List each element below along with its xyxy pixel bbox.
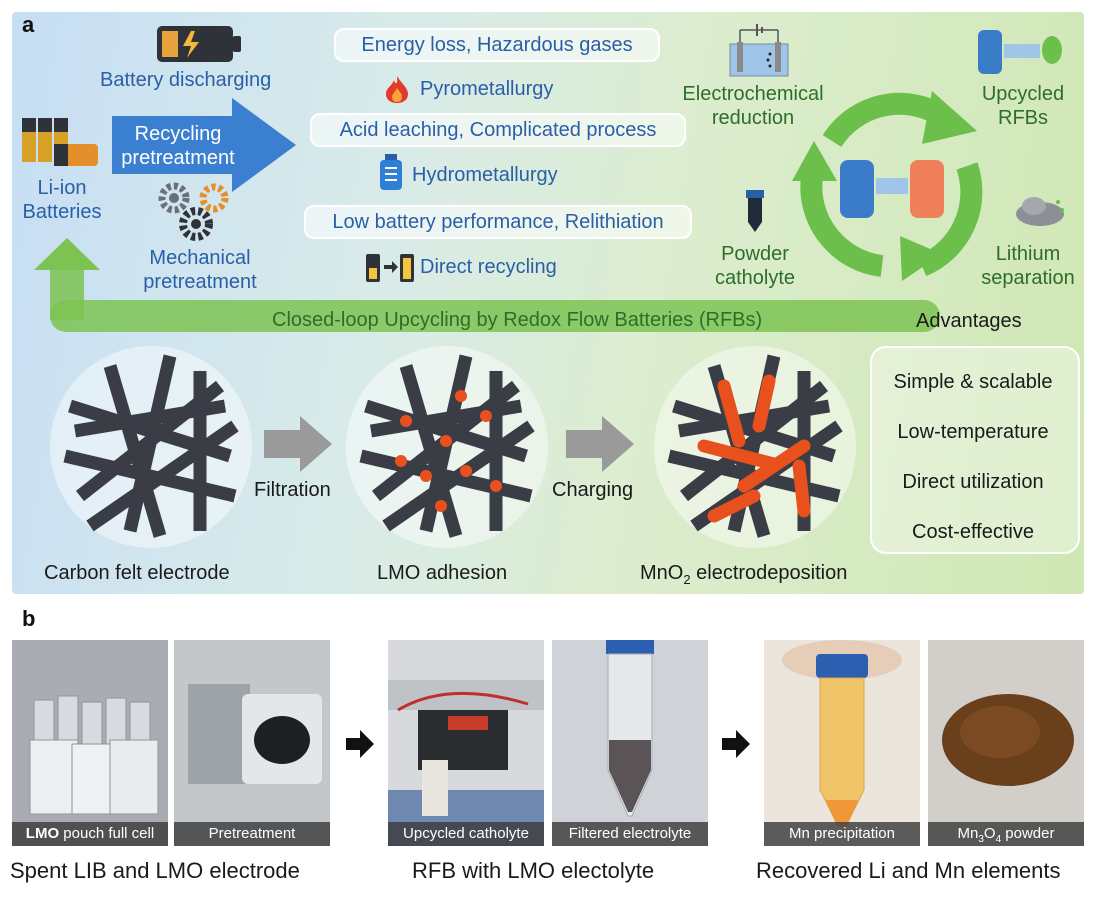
advantage-4: Cost-effective: [912, 521, 1034, 543]
powder-line1: Powder: [721, 243, 789, 265]
recycling-pretreatment-label: Recycling pretreatment: [116, 122, 240, 170]
electrochemical-line1: Electrochemical: [682, 83, 824, 105]
group-caption-3: Recovered Li and Mn elements: [756, 858, 1061, 883]
carbon-felt-label: Carbon felt electrode: [44, 562, 230, 584]
mechanical-pretreatment-label: Mechanical pretreatment: [118, 246, 282, 294]
caption-pretreatment: Pretreatment: [174, 822, 330, 846]
mno2-pre: MnO: [640, 562, 684, 584]
photo-mn3o4-powder: Mn3O4 powder: [928, 640, 1084, 846]
photo-pretreatment: Pretreatment: [174, 640, 330, 846]
powder-catholyte-icon: [746, 190, 764, 232]
electrochemical-line2: reduction: [711, 107, 795, 129]
advantages-box: [870, 346, 1080, 554]
advantage-3: Direct utilization: [902, 471, 1044, 493]
mno2-sub: 2: [683, 572, 691, 587]
caption-filtered-electrolyte: Filtered electrolyte: [552, 822, 708, 846]
group-caption-2: RFB with LMO electolyte: [412, 858, 655, 883]
carbon-felt-icon: [63, 354, 239, 538]
direct-recycling-icon: [366, 254, 414, 282]
upcycled-rfbs-label: Upcycled RFBs: [968, 82, 1078, 130]
advantages-title: Advantages: [916, 310, 1022, 332]
caption-lmo-bold: LMO: [25, 825, 60, 842]
charging-label: Charging: [552, 479, 634, 501]
lithium-separation-label: Lithium separation: [970, 242, 1086, 290]
caption-o: O: [983, 825, 996, 842]
lmo-adhesion-label: LMO adhesion: [377, 562, 508, 584]
pyrometallurgy-label: Pyrometallurgy: [420, 78, 554, 100]
panel-b-label: b: [22, 606, 36, 631]
gears-icon: [158, 182, 229, 241]
photo-upcycled-catholyte: Upcycled catholyte: [388, 640, 544, 846]
lithium-line1: Lithium: [995, 243, 1061, 265]
fire-icon: [386, 76, 408, 103]
advantage-2: Low-temperature: [897, 421, 1049, 443]
caption-mn: Mn: [957, 825, 979, 842]
battery-icon: [157, 26, 241, 62]
direct-recycling-label: Direct recycling: [420, 256, 557, 278]
battery-discharging-label: Battery discharging: [100, 69, 272, 91]
mno2-deposition-icon: [667, 354, 843, 538]
lithium-separation-icon: [1016, 197, 1064, 226]
li-ion-line2: Batteries: [22, 201, 102, 223]
electrochemical-cell-icon: [729, 24, 789, 77]
arrow-b1: [346, 730, 374, 758]
caption-lmo-rest: pouch full cell: [59, 825, 155, 842]
advantage-1: Simple & scalable: [893, 371, 1053, 393]
caption-mn-precipitation: Mn precipitation: [764, 822, 920, 846]
photo-filtered-electrolyte: Filtered electrolyte: [552, 640, 708, 846]
upcycled-rfb-icon: [978, 30, 1062, 74]
li-ion-line1: Li-ion: [37, 177, 87, 199]
recycling-arrow: [112, 98, 296, 192]
hydrometallurgy-icon: [380, 154, 402, 190]
panel-a-label: a: [22, 12, 35, 37]
upcycled-line1: Upcycled: [981, 83, 1065, 105]
cycle-arrows: [792, 91, 983, 281]
issue-acid-leaching: Acid leaching, Complicated process: [310, 113, 686, 147]
mno2-label: MnO2 electrodeposition: [640, 561, 847, 592]
recycling-line2: pretreatment: [121, 147, 235, 169]
lithium-line2: separation: [981, 267, 1075, 289]
caption-upcycled-catholyte: Upcycled catholyte: [388, 822, 544, 846]
upcycled-line2: RFBs: [998, 107, 1048, 129]
electrochemical-reduction-label: Electrochemical reduction: [668, 82, 838, 130]
caption-mn3o4-powder: Mn3O4 powder: [928, 822, 1084, 846]
closed-loop-text: Closed-loop Upcycling by Redox Flow Batt…: [272, 309, 763, 331]
li-ion-batteries-label: Li-ion Batteries: [18, 176, 106, 224]
lmo-adhesion-icon: [359, 354, 535, 538]
issue-low-performance: Low battery performance, Relithiation: [304, 205, 692, 239]
photo-lmo-pouch: LMO pouch full cell: [12, 640, 168, 846]
li-ion-batteries-icon: [22, 118, 98, 166]
recycling-line1: Recycling: [134, 123, 222, 145]
mechanical-line1: Mechanical: [149, 247, 251, 269]
caption-powder: powder: [1001, 825, 1055, 842]
arrow-b2: [722, 730, 750, 758]
filtration-label: Filtration: [254, 479, 331, 501]
mno2-post: electrodeposition: [690, 562, 848, 584]
issue-energy-loss: Energy loss, Hazardous gases: [334, 28, 660, 62]
powder-catholyte-label: Powder catholyte: [700, 242, 810, 290]
caption-sub3: 3: [978, 834, 984, 845]
hydrometallurgy-label: Hydrometallurgy: [412, 164, 558, 186]
mechanical-line2: pretreatment: [143, 271, 257, 293]
filtration-arrow: [264, 416, 332, 472]
charging-arrow: [566, 416, 634, 472]
closed-loop-arrow: [34, 238, 940, 332]
caption-lmo-pouch: LMO pouch full cell: [12, 822, 168, 846]
group-caption-1: Spent LIB and LMO electrode: [10, 858, 300, 883]
caption-sub4: 4: [995, 834, 1002, 845]
powder-line2: catholyte: [714, 267, 796, 289]
photo-mn-precipitation: Mn precipitation: [764, 640, 920, 846]
